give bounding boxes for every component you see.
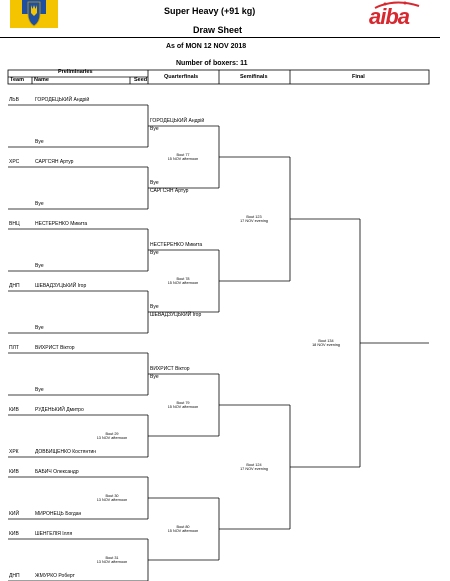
qf-name-1: Bye (150, 126, 159, 132)
qf-name-9: Bye (150, 374, 159, 380)
prelim-team-13: КИЙ (9, 511, 20, 517)
prelim-name-14: ШЕНГЕЛІЯ Ілля (35, 531, 73, 537)
qf-bout-2-time: 15 NOV afternoon (167, 405, 199, 410)
aiba-logo: aiba (355, 0, 435, 32)
sf-bout-0-time: 17 NOV evening (240, 219, 268, 224)
ukraine-federation-logo (10, 0, 58, 28)
prelim-name-0: ГОРОДЕЦЬКИЙ Андрій (35, 97, 90, 103)
prelim-name-8: ВИХРИСТ Віктор (35, 345, 75, 351)
prelim-team-12: КИВ (9, 469, 19, 475)
prelim-name-4: НЕСТЕРЕНКО Микита (35, 221, 88, 227)
prelim-team-2: ХРС (9, 159, 20, 165)
qf-bout-1-number: Bout 78 (176, 277, 190, 281)
prelim-name-5: Bye (35, 263, 44, 269)
final-bout-time: 18 NOV evening (312, 343, 340, 348)
prelim-name-1: Bye (35, 139, 44, 145)
header-seed: Seed (134, 77, 148, 83)
qf-name-4: НЕСТЕРЕНКО Микита (150, 242, 203, 248)
qf-bout-3-number: Bout 80 (176, 525, 190, 529)
qf-name-7: ШЕВАДЗУЦЬКИЙ Ігор (150, 312, 202, 318)
header-quarterfinals: Quarterfinals (164, 74, 199, 80)
qf-name-3: САРГСЯН Артур (150, 188, 189, 194)
qf-name-6: Bye (150, 304, 159, 310)
prelim-team-8: ПЛТ (9, 345, 19, 351)
prelim-name-9: Bye (35, 387, 44, 393)
prelim-team-4: ВНЦ (9, 221, 20, 227)
qf-name-2: Bye (150, 180, 159, 186)
prelim-bout-0-time: 13 NOV afternoon (96, 436, 128, 441)
boxer-count: Number of boxers: 11 (176, 60, 248, 67)
prelim-team-11: ХРК (9, 449, 19, 455)
title-rule (0, 37, 440, 38)
qf-name-8: ВИХРИСТ Віктор (150, 366, 190, 372)
qf-name-0: ГОРОДЕЦЬКИЙ Андрій (150, 118, 205, 124)
sf-bout-0-number: Bout 123 (246, 215, 262, 219)
prelim-name-2: САРГСЯН Артур (35, 159, 74, 165)
prelim-name-7: Bye (35, 325, 44, 331)
prelim-name-10: РУДЕНЬКИЙ Дмитро (35, 407, 84, 413)
weight-class-title: Super Heavy (+91 kg) (164, 6, 256, 16)
header-team: Team (10, 77, 24, 83)
prelim-bout-1-time: 13 NOV afternoon (96, 498, 128, 503)
sheet-title: Draw Sheet (193, 25, 243, 35)
aiba-logo-text: aiba (369, 4, 410, 29)
prelim-bout-2-number: Bout 31 (105, 556, 119, 560)
sf-bout-1-time: 17 NOV evening (240, 467, 268, 472)
prelim-bout-2-time: 13 NOV afternoon (96, 560, 128, 565)
sf-bout-1-number: Bout 124 (246, 463, 262, 467)
prelim-bout-1-number: Bout 30 (105, 494, 119, 498)
prelim-team-6: ДНП (9, 283, 20, 289)
prelim-name-13: МИРОНЕЦЬ Богдан (35, 511, 82, 517)
header-semifinals: Semifinals (240, 74, 268, 80)
qf-bout-0-time: 15 NOV afternoon (167, 157, 199, 162)
prelim-name-11: ДОВБИЩЕНКО Костянтин (35, 449, 97, 455)
prelim-team-10: КИВ (9, 407, 19, 413)
qf-name-5: Bye (150, 250, 159, 256)
as-of-date: As of MON 12 NOV 2018 (166, 43, 247, 50)
final-bout-number: Bout 134 (318, 339, 334, 343)
prelim-team-14: КИВ (9, 531, 19, 537)
header-preliminaries: Preliminaries (58, 69, 93, 75)
prelim-name-3: Bye (35, 201, 44, 207)
prelim-name-12: БАБИЧ Олександр (35, 469, 79, 475)
qf-bout-1-time: 15 NOV afternoon (167, 281, 199, 286)
qf-bout-2-number: Bout 79 (176, 401, 190, 405)
prelim-name-6: ШЕВАДЗУЦЬКИЙ Ігор (35, 283, 87, 289)
prelim-name-15: ЖМУРКО Роберт (35, 573, 75, 579)
header-name: Name (34, 77, 49, 83)
qf-bout-0-number: Bout 77 (176, 153, 190, 157)
prelim-bout-0-number: Bout 29 (105, 432, 119, 436)
header-final: Final (352, 74, 365, 80)
prelim-team-0: ЛЬВ (9, 97, 19, 103)
qf-bout-3-time: 15 NOV afternoon (167, 529, 199, 534)
prelim-team-15: ДНП (9, 573, 20, 579)
